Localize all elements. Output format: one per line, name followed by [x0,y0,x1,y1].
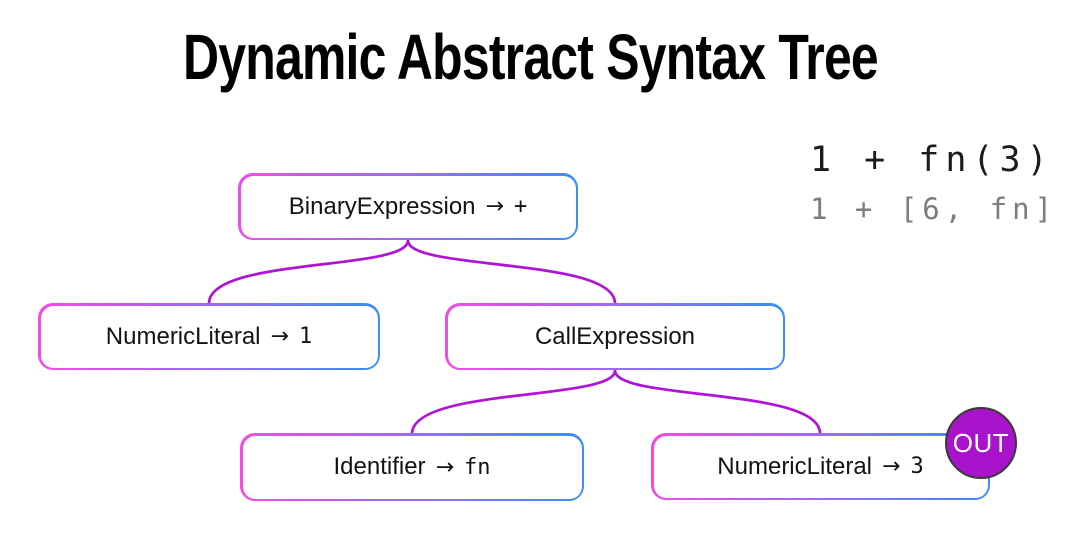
node-numeric-literal-3: NumericLiteral → 3 [651,433,990,500]
page-title: Dynamic Abstract Syntax Tree [182,21,879,93]
node-value-label: + [513,194,528,219]
node-binary-expression-body: BinaryExpression → + [240,175,576,238]
arrow-right-icon: → [435,454,454,480]
node-numeric-literal-3-body: NumericLiteral → 3 [653,435,988,498]
node-type-label: BinaryExpression [288,192,476,220]
node-binary-expression: BinaryExpression → + [238,173,578,240]
node-value-label: fn [464,454,491,480]
edge-callexpression-to-numericliteral3 [613,369,822,435]
edge-binaryexpression-to-callexpression [406,239,617,305]
edge-callexpression-to-identifier [410,369,617,436]
node-numeric-literal-1: NumericLiteral → 1 [38,303,380,370]
node-call-expression-body: CallExpression [447,305,783,368]
code-panel: 1 + fn(3) 1 + [6, fn] [810,141,1057,225]
node-type-label: NumericLiteral [105,322,261,350]
out-badge: OUT [945,407,1017,479]
node-call-expression: CallExpression [445,303,785,370]
node-identifier-fn: Identifier → fn [240,433,584,501]
node-numeric-literal-1-body: NumericLiteral → 1 [40,305,378,368]
node-identifier-fn-body: Identifier → fn [242,435,582,499]
source-code-line: 1 + fn(3) [810,140,1054,180]
node-value-label: 3 [910,454,924,479]
arrow-right-icon: → [485,194,504,219]
node-type-label: Identifier [333,453,426,480]
evaluated-code-line: 1 + [6, fn] [810,191,1058,226]
node-value-label: 1 [298,324,313,349]
node-type-label: NumericLiteral [717,452,873,480]
page-title-container: Dynamic Abstract Syntax Tree [0,21,1060,93]
edge-binaryexpression-to-numericliteral1 [207,239,410,305]
node-type-label: CallExpression [534,322,696,350]
arrow-right-icon: → [270,324,289,349]
arrow-right-icon: → [882,454,901,479]
